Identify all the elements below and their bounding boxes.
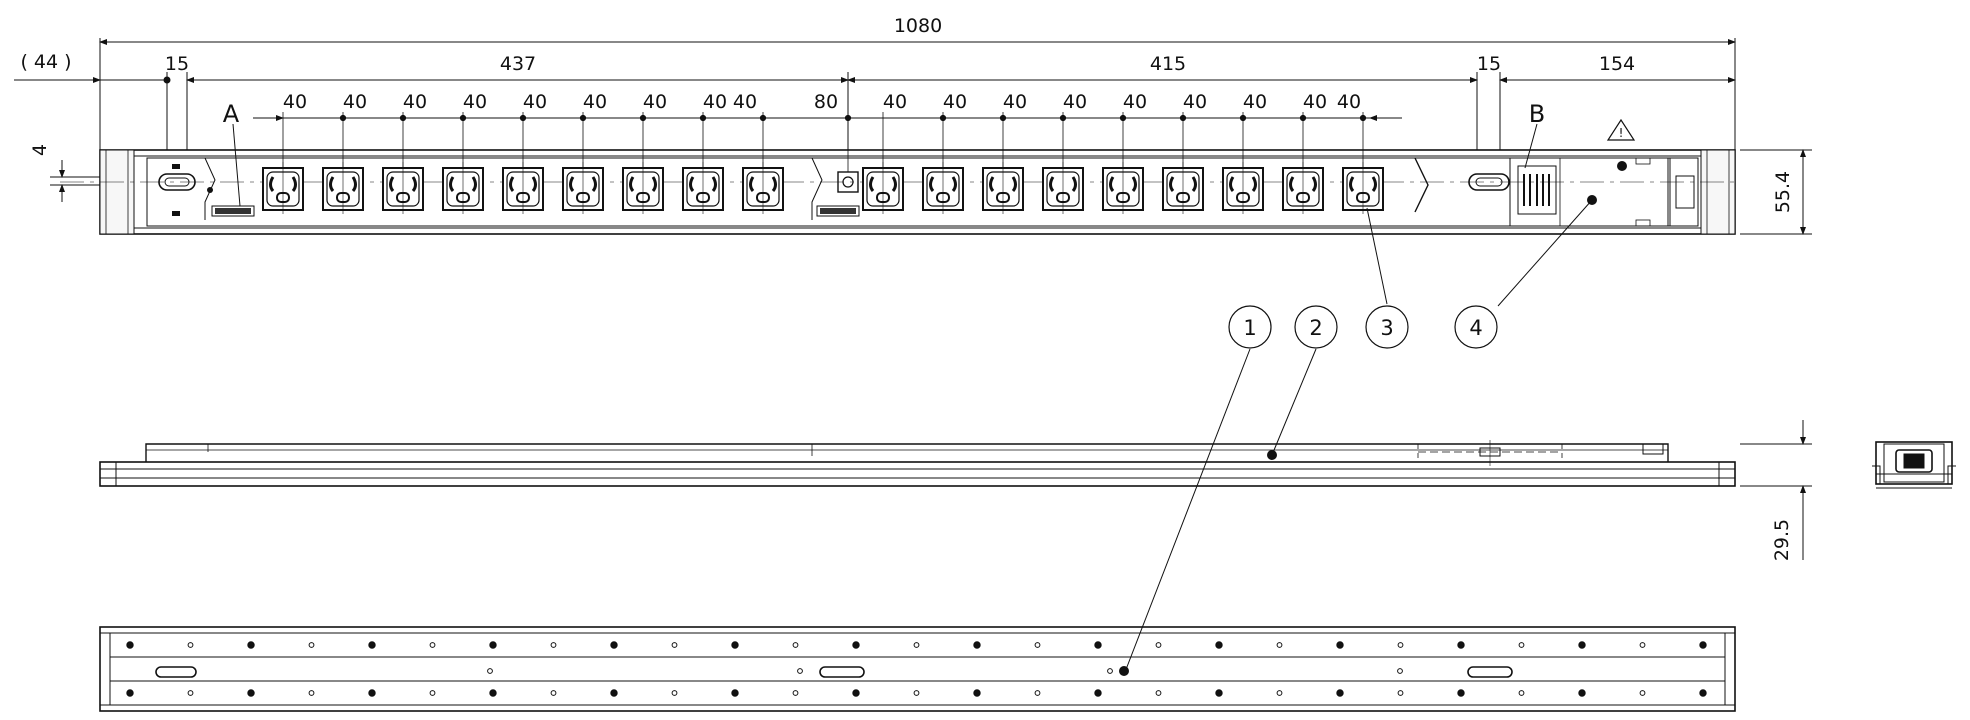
dim-pitch-5: 40 [523,91,547,113]
warning-triangle-icon: ! [1606,118,1636,141]
outlet-5 [502,162,544,214]
dim-pitch-13: 40 [1063,91,1087,113]
outlet-4 [442,162,484,214]
callout-2: 2 [1294,305,1338,349]
side-view [99,420,1812,560]
outlet-11 [922,162,964,214]
outlet-7 [622,162,664,214]
svg-text:3: 3 [1380,316,1393,340]
dim-center-gap: 80 [814,91,838,113]
outlet-9 [742,162,784,214]
dim-pitch-16: 40 [1243,91,1267,113]
dim-pitch-8: 40 [703,91,727,113]
end-view [1872,441,1956,489]
outlet-10 [862,162,904,214]
dim-height: 55.4 [1772,171,1794,213]
outlet-13 [1042,162,1084,214]
dim-pitch-10: 40 [883,91,907,113]
outlet-1 [262,162,304,214]
dim-left-mount: 15 [165,53,189,75]
bottom-slot-left [155,666,197,678]
detail-label-b: B [1529,100,1545,128]
callout-1-point [1119,666,1129,676]
outlet-12 [982,162,1024,214]
dim-pitch-7: 40 [643,91,667,113]
dim-right-mount: 15 [1477,53,1501,75]
dim-pitch-15: 40 [1183,91,1207,113]
indicator-lamp [1617,161,1627,171]
ground-screw [207,187,213,193]
dim-pitch-2: 40 [343,91,367,113]
outlet-17 [1282,162,1324,214]
outlet-row [262,162,1384,214]
callout-4: 4 [1454,305,1498,349]
dim-pitch-14: 40 [1123,91,1147,113]
dim-left-offset: ( 44 ) [20,51,71,73]
svg-text:!: ! [1619,126,1624,140]
dim-top-offset: 4 [29,144,51,156]
dim-overall-length: 1080 [894,15,942,37]
dim-pitch-6: 40 [583,91,607,113]
dim-pitch-11: 40 [943,91,967,113]
callout-group: 1 2 3 4 [1228,305,1498,349]
dim-pitch-9: 40 [733,91,757,113]
outlet-pitch-ticks [163,72,1367,172]
outlet-3 [382,162,424,214]
callout-2-point [1267,450,1277,460]
breaker-module [1509,157,1669,227]
right-end-cap [1700,149,1736,235]
dim-pitch-17: 40 [1303,91,1327,113]
bottom-hole-pattern [126,641,1707,697]
rating-label-b [816,205,860,217]
dim-pitch-12: 40 [1003,91,1027,113]
outlet-6 [562,162,604,214]
outlet-2 [322,162,364,214]
dim-section-b: 415 [1150,53,1186,75]
callout-3: 3 [1365,305,1409,349]
dim-pitch-1: 40 [283,91,307,113]
callout-1: 1 [1228,305,1272,349]
outlet-15 [1162,162,1204,214]
outlet-16 [1222,162,1264,214]
dim-section-a: 437 [500,53,536,75]
outlet-18 [1342,162,1384,214]
bottom-slot-right [1467,666,1513,678]
section-chevron-mid [811,157,823,220]
dim-pitch-18: 40 [1337,91,1361,113]
rating-label-a [211,205,255,217]
front-view [60,149,1740,235]
left-end-cap [99,149,135,235]
dim-depth: 29.5 [1771,519,1793,561]
outlet-8 [682,162,724,214]
detail-label-a: A [223,100,240,128]
dim-pitch-4: 40 [463,91,487,113]
bottom-slot-mid [819,666,865,678]
dim-pitch-3: 40 [403,91,427,113]
svg-text:4: 4 [1469,316,1482,340]
outlet-14 [1102,162,1144,214]
svg-text:2: 2 [1309,316,1322,340]
dim-end-module: 154 [1599,53,1635,75]
bottom-view [99,626,1736,712]
svg-text:1: 1 [1243,316,1256,340]
section-chevron-right [1414,157,1429,213]
